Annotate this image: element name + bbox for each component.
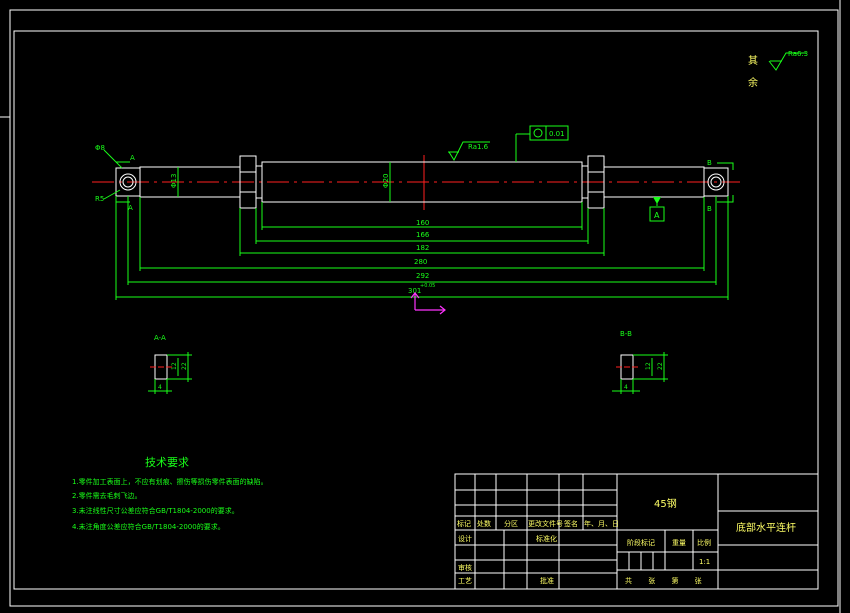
left-dia-label: Φ8 [95, 144, 105, 152]
length-dims: 160 166 182 280 292 301 +0.05 [115, 196, 729, 300]
left-section-marker: Φ8 R5 A A [95, 144, 135, 212]
tech-item: 2.零件需去毛刺飞边。 [72, 491, 142, 500]
h-count: 处数 [477, 519, 491, 528]
section-b-top: B [707, 159, 712, 167]
weight-label: 重量 [672, 539, 686, 547]
dim-182: 182 [416, 244, 429, 252]
scale-value: 1:1 [699, 558, 710, 566]
section-a-bottom: A [128, 204, 133, 212]
mid-diameter-label: Φ20 [382, 174, 390, 188]
tolerance-value: 0.01 [549, 130, 565, 138]
h-sign: 签名 [564, 519, 578, 528]
dim-292: 292 [416, 272, 429, 280]
section-bb-title: B-B [620, 330, 632, 338]
bb-dim-2: 22 [657, 362, 664, 370]
roughness-mark-icon [448, 141, 490, 162]
technical-requirements: 技术要求 1.零件加工表面上，不应有划痕、擦伤等损伤零件表面的缺陷。 2.零件需… [72, 456, 268, 531]
tech-item: 3.未注线性尺寸公差应符合GB/T1804-2000的要求。 [72, 506, 239, 515]
section-aa-title: A-A [154, 334, 166, 342]
tolerance-frame: 0.01 [515, 125, 569, 162]
section-bb-view: B-B 12 22 4 [612, 330, 668, 394]
datum-a: A [649, 197, 665, 222]
tech-item: 1.零件加工表面上，不应有划痕、擦伤等损伤零件表面的缺陷。 [72, 477, 268, 486]
cylindricity-icon [533, 128, 543, 138]
inner-frame [13, 30, 819, 590]
process-label: 工艺 [458, 577, 472, 585]
aa-dim-1: 12 [171, 362, 178, 370]
outer-frame [9, 9, 839, 607]
rest-label-1: 其 [748, 55, 758, 67]
right-eye-hole [707, 173, 725, 191]
bb-dim-1: 12 [645, 362, 652, 370]
section-b-bottom: B [707, 205, 712, 213]
approve-label: 批准 [540, 576, 554, 585]
ucs-axis-icon [410, 292, 446, 315]
aa-dim-3: 4 [158, 384, 162, 391]
surface-roughness-value: Ra1.6 [468, 143, 489, 151]
dim-280: 280 [414, 258, 427, 266]
check-label: 审核 [458, 563, 472, 572]
left-r-label: R5 [95, 195, 104, 203]
tech-item: 4.未注角度公差应符合GB/T1804-2000的要求。 [72, 522, 225, 531]
bb-dim-3: 4 [624, 384, 628, 391]
surface-roughness-symbol: Ra1.6 [448, 141, 490, 162]
aa-dim-2: 22 [181, 362, 188, 370]
left-eye-hole [119, 173, 137, 191]
right-section-marker: B B [707, 159, 734, 213]
design-label: 设计 [458, 534, 472, 543]
end-diameter-label: Φ13 [170, 174, 178, 188]
dim-160: 160 [416, 219, 429, 227]
diameter-dims: Φ13 Φ20 [170, 162, 391, 202]
material-label: 45钢 [654, 497, 677, 510]
rest-roughness-value: Ra6.3 [788, 50, 808, 58]
rest-label-2: 余 [748, 76, 758, 89]
scale-label: 比例 [697, 538, 711, 547]
rest-roughness-symbol: 其 余 Ra6.3 [748, 50, 808, 89]
datum-label: A [654, 211, 660, 220]
h-doc: 更改文件号 [528, 519, 563, 528]
dim-166: 166 [416, 231, 430, 239]
section-aa-view: A-A 12 22 4 [148, 334, 192, 394]
h-zone: 分区 [504, 519, 518, 528]
dim-301-tolerance: +0.05 [420, 283, 435, 289]
standard-label: 标准化 [536, 534, 557, 543]
dim-301: 301 [408, 287, 421, 295]
h-mark: 标记 [457, 519, 471, 528]
h-date: 年、月、日 [584, 519, 619, 528]
sheets-label: 共 张 第 张 [625, 576, 709, 585]
part-name: 底部水平连杆 [736, 521, 796, 534]
tech-title: 技术要求 [145, 456, 189, 469]
stage-label: 阶段标记 [627, 538, 655, 547]
title-block: 45钢 底部水平连杆 标记 处数 分区 更改文件号 签名 年、月、日 设计 标准… [454, 473, 819, 590]
section-a-top: A [130, 154, 135, 162]
